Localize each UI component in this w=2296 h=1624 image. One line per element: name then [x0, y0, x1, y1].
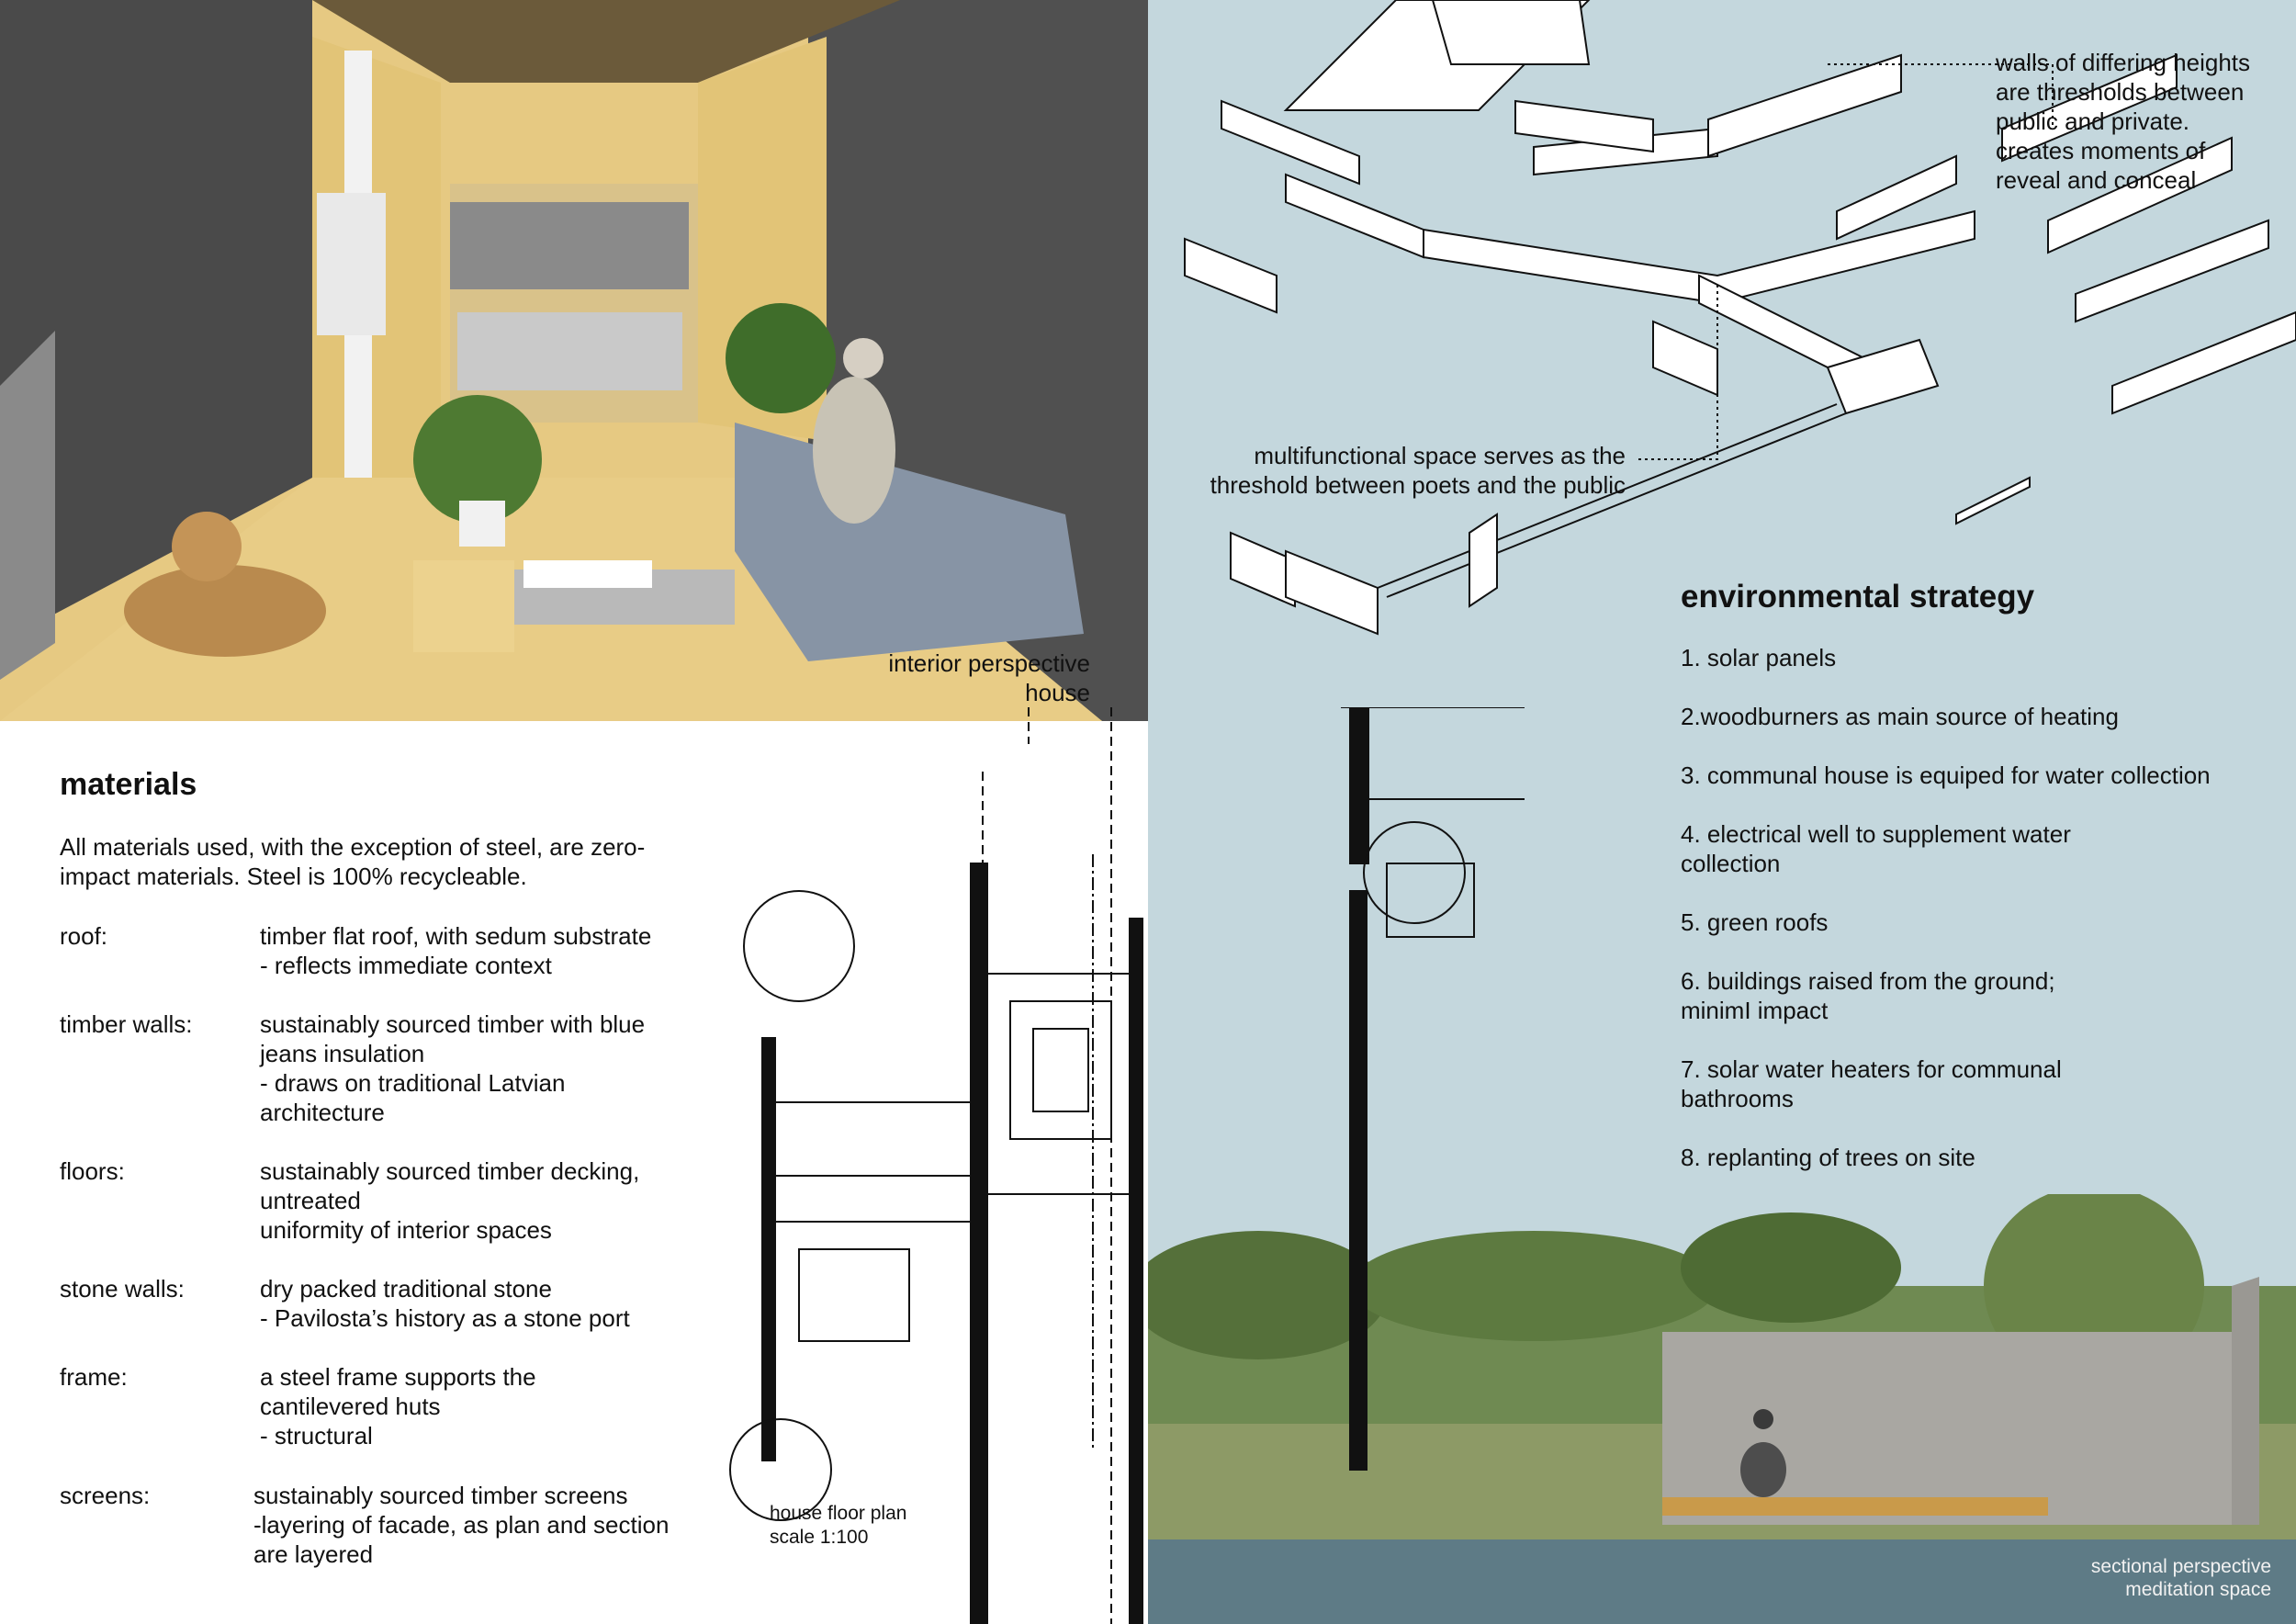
description-line: are layered [253, 1540, 374, 1568]
annotation-line: reveal and conceal [1996, 166, 2197, 194]
strategy-item: 2.woodburners as main source of heating [1681, 703, 2119, 730]
material-label: floors: [60, 1157, 125, 1185]
description-line: sustainably sourced timber decking, [260, 1157, 640, 1185]
material-description: sustainably sourced timber with blue jea… [260, 1009, 737, 1127]
interior-perspective-render [0, 0, 1148, 721]
axonometric-site-diagram [1184, 0, 2296, 636]
description-line: cantilevered huts [260, 1393, 441, 1420]
annotation-line: are thresholds between [1996, 78, 2245, 106]
description-line: - structural [260, 1422, 373, 1449]
description-line: dry packed traditional stone [260, 1275, 552, 1303]
sectional-perspective-render [1148, 1194, 2296, 1543]
description-line: -layering of facade, as plan and section [253, 1511, 670, 1539]
house-floor-plan [729, 707, 1525, 1624]
description-line: timber flat roof, with sedum substrate [260, 922, 652, 950]
description-line: - draws on traditional Latvian [260, 1069, 566, 1097]
material-description: sustainably sourced timber decking, untr… [260, 1156, 737, 1245]
sectional-perspective-caption: sectional perspective meditation space [2020, 1555, 2271, 1601]
caption-line: sectional perspective [2090, 1556, 2271, 1577]
material-description: a steel frame supports the cantilevered … [260, 1362, 737, 1450]
caption-line: meditation space [2125, 1579, 2271, 1600]
description-line: untreated [260, 1187, 361, 1214]
caption-line: house [1025, 679, 1090, 706]
annotation-line: multifunctional space serves as the [1254, 442, 1626, 469]
material-label: frame: [60, 1363, 128, 1391]
materials-title: materials [60, 767, 197, 802]
description-line: architecture [260, 1099, 385, 1126]
material-label: timber walls: [60, 1010, 193, 1038]
description-line: a steel frame supports the [260, 1363, 536, 1391]
description-line: - reflects immediate context [260, 952, 552, 979]
material-description: dry packed traditional stone - Pavilosta… [260, 1274, 737, 1333]
annotation-line: creates moments of [1996, 137, 2206, 164]
material-label: screens: [60, 1482, 151, 1509]
strategy-item: 6. buildings raised from the ground; min… [1681, 967, 2055, 1024]
description-line: jeans insulation [260, 1040, 425, 1067]
strategy-item: 3. communal house is equiped for water c… [1681, 761, 2211, 789]
description-line: - Pavilosta’s history as a stone port [260, 1304, 630, 1332]
environmental-strategy-list: 1. solar panels 2.woodburners as main so… [1681, 643, 2278, 1201]
strategy-item: 7. solar water heaters for communal bath… [1681, 1055, 2062, 1112]
annotation-line: threshold between poets and the public [1210, 471, 1626, 499]
material-label: stone walls: [60, 1275, 185, 1303]
material-description: timber flat roof, with sedum substrate -… [260, 921, 737, 980]
material-description: sustainably sourced timber screens -laye… [253, 1481, 731, 1569]
multifunctional-annotation: multifunctional space serves as the thre… [1102, 441, 1626, 500]
caption-line: interior perspective [888, 649, 1090, 677]
material-label: roof: [60, 922, 108, 950]
description-line: sustainably sourced timber with blue [260, 1010, 646, 1038]
materials-intro: All materials used, with the exception o… [60, 833, 646, 890]
environmental-strategy-title: environmental strategy [1681, 579, 2035, 615]
walls-annotation: walls of differing heights are threshold… [1996, 48, 2290, 195]
floor-plan-caption: house floor plan scale 1:100 [770, 1502, 906, 1550]
description-line: sustainably sourced timber screens [253, 1482, 628, 1509]
interior-perspective-caption: interior perspective house [808, 648, 1090, 707]
caption-line: house floor plan [770, 1503, 907, 1524]
caption-line: scale 1:100 [770, 1527, 869, 1548]
annotation-line: walls of differing heights [1996, 49, 2251, 76]
strategy-item: 8. replanting of trees on site [1681, 1144, 1975, 1171]
strategy-item: 4. electrical well to supplement water c… [1681, 820, 2071, 877]
strategy-item: 5. green roofs [1681, 908, 1829, 936]
strategy-item: 1. solar panels [1681, 644, 1837, 671]
water-band [1148, 1539, 2296, 1624]
annotation-line: public and private. [1996, 107, 2190, 135]
description-line: uniformity of interior spaces [260, 1216, 552, 1244]
